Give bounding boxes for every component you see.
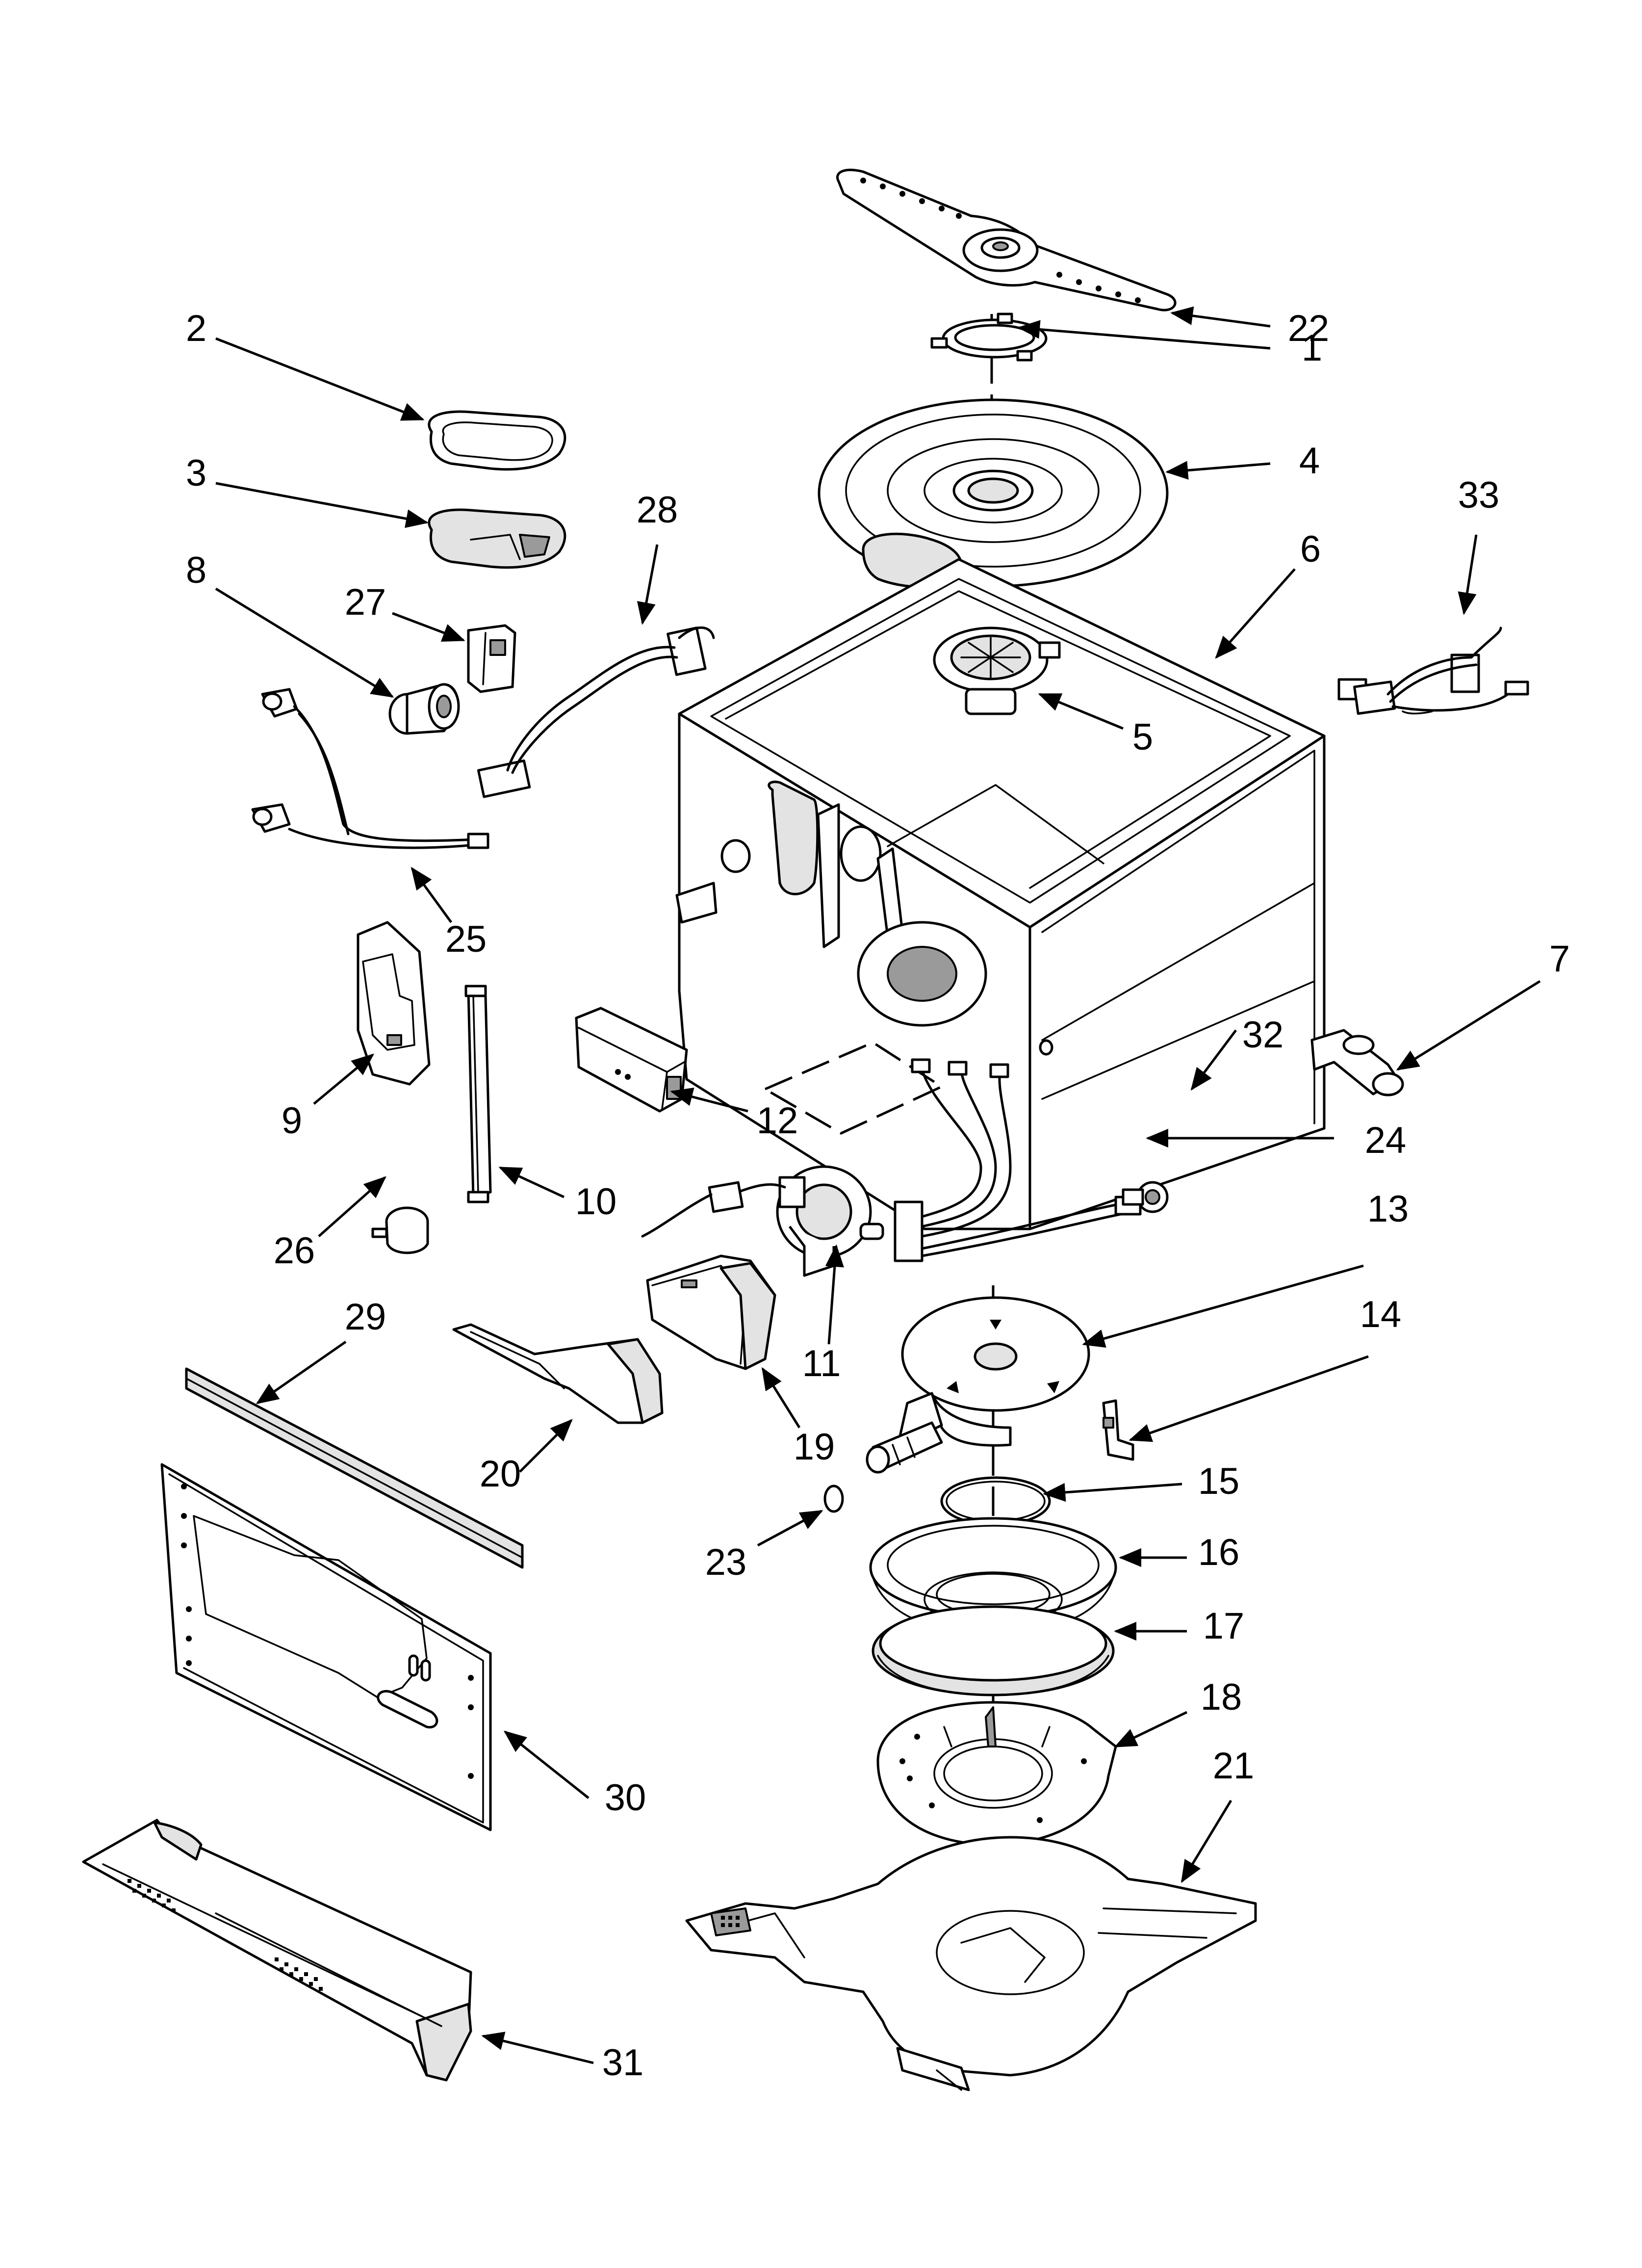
base-frame-part — [685, 1836, 1257, 2091]
callout-4: 4 — [1299, 440, 1320, 482]
callout-13: 13 — [1367, 1188, 1409, 1230]
inlet-fitting-part — [388, 683, 460, 735]
small-bracket-part — [1102, 1399, 1134, 1461]
callout-8: 8 — [186, 549, 206, 591]
callout-2: 2 — [186, 308, 206, 349]
callout-14: 14 — [1360, 1294, 1402, 1335]
callout-22: 22 — [1288, 308, 1330, 349]
leader-lines — [215, 306, 1541, 2064]
callout-20: 20 — [480, 1453, 521, 1495]
cap-part — [428, 508, 566, 569]
callout-5: 5 — [1132, 716, 1153, 758]
sump-ring-part — [872, 1605, 1115, 1696]
module-outline-dashed — [762, 1041, 945, 1135]
callout-18: 18 — [1201, 1676, 1242, 1718]
drain-plug-part — [1122, 1181, 1169, 1213]
sensor-wire-part — [251, 688, 489, 849]
sensor-harness-part — [1337, 626, 1529, 715]
callout-28: 28 — [637, 489, 678, 531]
connector-block-part — [467, 624, 516, 693]
gasket-part — [428, 410, 566, 471]
hub-ring-part — [930, 313, 1048, 362]
inner-panel-part — [160, 1463, 492, 1831]
vent-duct-part — [646, 1254, 776, 1370]
callout-6: 6 — [1300, 528, 1321, 570]
callout-11: 11 — [802, 1343, 841, 1384]
callout-23: 23 — [705, 1541, 747, 1583]
callout-26: 26 — [274, 1230, 315, 1272]
callout-3: 3 — [186, 452, 206, 494]
air-channel-part — [452, 1323, 664, 1424]
callout-1: 1 — [1302, 327, 1322, 369]
small-o-ring-part — [823, 1485, 844, 1513]
callout-12: 12 — [757, 1100, 798, 1142]
motor-part — [641, 1165, 884, 1277]
callout-33: 33 — [1458, 474, 1500, 516]
callout-16: 16 — [1198, 1532, 1240, 1573]
sump-cover-part — [866, 1296, 1090, 1474]
callout-21: 21 — [1213, 1745, 1255, 1787]
callout-7: 7 — [1549, 938, 1570, 980]
callout-31: 31 — [602, 2042, 644, 2084]
wire-harness-part — [477, 626, 715, 798]
pump-part — [933, 626, 1061, 715]
callout-9: 9 — [282, 1100, 302, 1142]
callout-10: 10 — [575, 1181, 617, 1223]
callout-29: 29 — [345, 1296, 386, 1338]
tub-part — [675, 558, 1326, 1230]
callout-17: 17 — [1203, 1605, 1245, 1647]
access-cover-part — [357, 921, 431, 1086]
main-harness-part — [894, 1058, 1142, 1262]
trim-strip-part — [185, 1367, 524, 1569]
callout-30: 30 — [605, 1777, 646, 1819]
filter-plate-part — [818, 398, 1169, 588]
callout-32: 32 — [1242, 1014, 1284, 1056]
spray-arm-part — [836, 169, 1177, 312]
callout-labels: 22 1 4 33 6 5 2 3 28 8 27 25 7 32 12 24 … — [186, 308, 1570, 2084]
control-module-part — [575, 1007, 688, 1113]
grommet-part — [371, 1206, 429, 1254]
toe-kick-part — [82, 1819, 472, 2082]
base-plate-part — [876, 1701, 1117, 1846]
callout-25: 25 — [445, 918, 487, 960]
hose-clip-part — [1310, 1029, 1404, 1096]
callout-27: 27 — [345, 581, 386, 623]
callout-19: 19 — [794, 1426, 835, 1468]
callout-15: 15 — [1198, 1460, 1240, 1502]
callout-24: 24 — [1365, 1120, 1407, 1161]
bracket-strip-part — [464, 985, 492, 1203]
